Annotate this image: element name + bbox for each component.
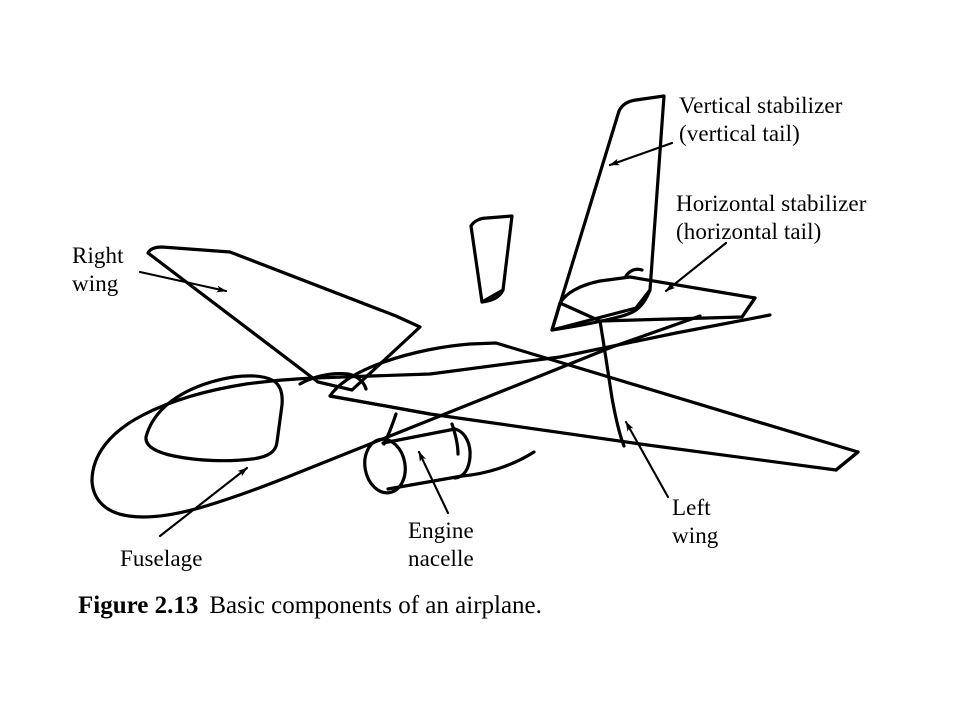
engine-nacelle-arrow <box>417 450 450 515</box>
label-right-wing: Right wing <box>72 242 124 298</box>
left-wing <box>328 341 860 472</box>
label-fuselage: Fuselage <box>120 545 203 573</box>
label-engine-nacelle: Engine nacelle <box>408 517 474 573</box>
engine-pylon-aft <box>450 422 460 456</box>
right-wing-trailing-edge-inner <box>316 380 354 392</box>
cockpit-canopy <box>144 374 284 463</box>
label-fuselage-line1: Fuselage <box>120 546 203 571</box>
tail-to-fuselage-line <box>598 319 626 448</box>
label-right-wing-line1: Right <box>72 243 124 268</box>
horizontal-stabilizer-arrow <box>664 241 728 293</box>
fuselage-body <box>90 313 772 483</box>
vertical-stabilizer-arrow <box>608 141 674 167</box>
label-horizontal-stabilizer-line1: Horizontal stabilizer <box>676 191 867 216</box>
label-horizontal-stabilizer: Horizontal stabilizer (horizontal tail) <box>676 190 867 246</box>
label-vertical-stabilizer: Vertical stabilizer (vertical tail) <box>679 92 842 148</box>
vertical-stabilizer-root <box>550 288 652 332</box>
label-vertical-stabilizer-line1: Vertical stabilizer <box>679 93 843 118</box>
left-wing-trailing-edge <box>834 450 860 472</box>
label-right-wing-line2: wing <box>72 271 119 297</box>
label-engine-nacelle-line2: nacelle <box>408 546 474 572</box>
fuselage-arrow <box>158 466 249 538</box>
dorsal-fin <box>469 214 514 304</box>
label-left-wing-line2: wing <box>672 523 719 549</box>
horizontal-stabilizer <box>558 275 757 323</box>
dorsal-fin-root <box>480 288 505 304</box>
vertical-stabilizer <box>550 94 666 332</box>
right-wing-arrow <box>138 270 228 293</box>
label-left-wing: Left wing <box>672 494 718 550</box>
figure-caption: Figure 2.13 Basic components of an airpla… <box>78 592 542 620</box>
nacelle-inlet <box>363 437 407 495</box>
label-engine-nacelle-line1: Engine <box>408 518 474 543</box>
horizontal-stabilizer-tip <box>740 296 757 319</box>
figure-caption-text: Basic components of an airplane. <box>209 592 542 619</box>
right-wing <box>146 245 422 392</box>
nacelle-top <box>381 427 457 445</box>
figure-caption-number: Figure 2.13 <box>78 592 199 619</box>
label-vertical-stabilizer-line2: (vertical tail) <box>679 121 800 147</box>
tail-fin-fillet <box>624 267 644 278</box>
label-left-wing-line1: Left <box>672 495 711 520</box>
right-wing-root-fairing <box>298 371 368 391</box>
tail-root-lower-line <box>550 301 562 332</box>
left-wing-arrow <box>624 420 670 499</box>
label-horizontal-stabilizer-line2: (horizontal tail) <box>676 219 822 245</box>
left-wing-root-join <box>328 394 432 416</box>
nacelle-aft-fairing <box>460 450 536 478</box>
